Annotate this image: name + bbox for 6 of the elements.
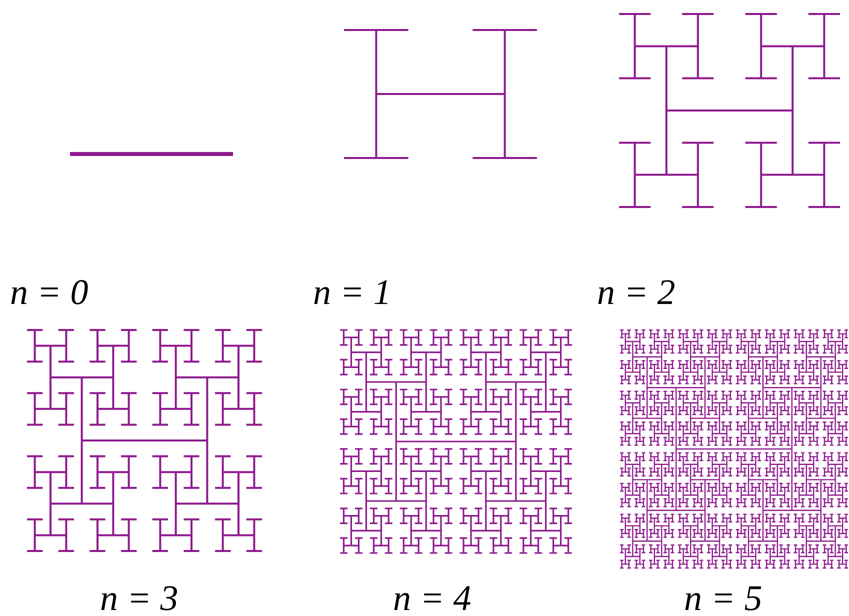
order-label: n = 5 (684, 578, 762, 616)
order-label: n = 1 (313, 272, 392, 312)
order-label: n = 3 (100, 578, 178, 616)
order-label: n = 4 (393, 578, 472, 616)
order-label: n = 2 (597, 272, 676, 312)
order-label: n = 0 (10, 272, 88, 312)
